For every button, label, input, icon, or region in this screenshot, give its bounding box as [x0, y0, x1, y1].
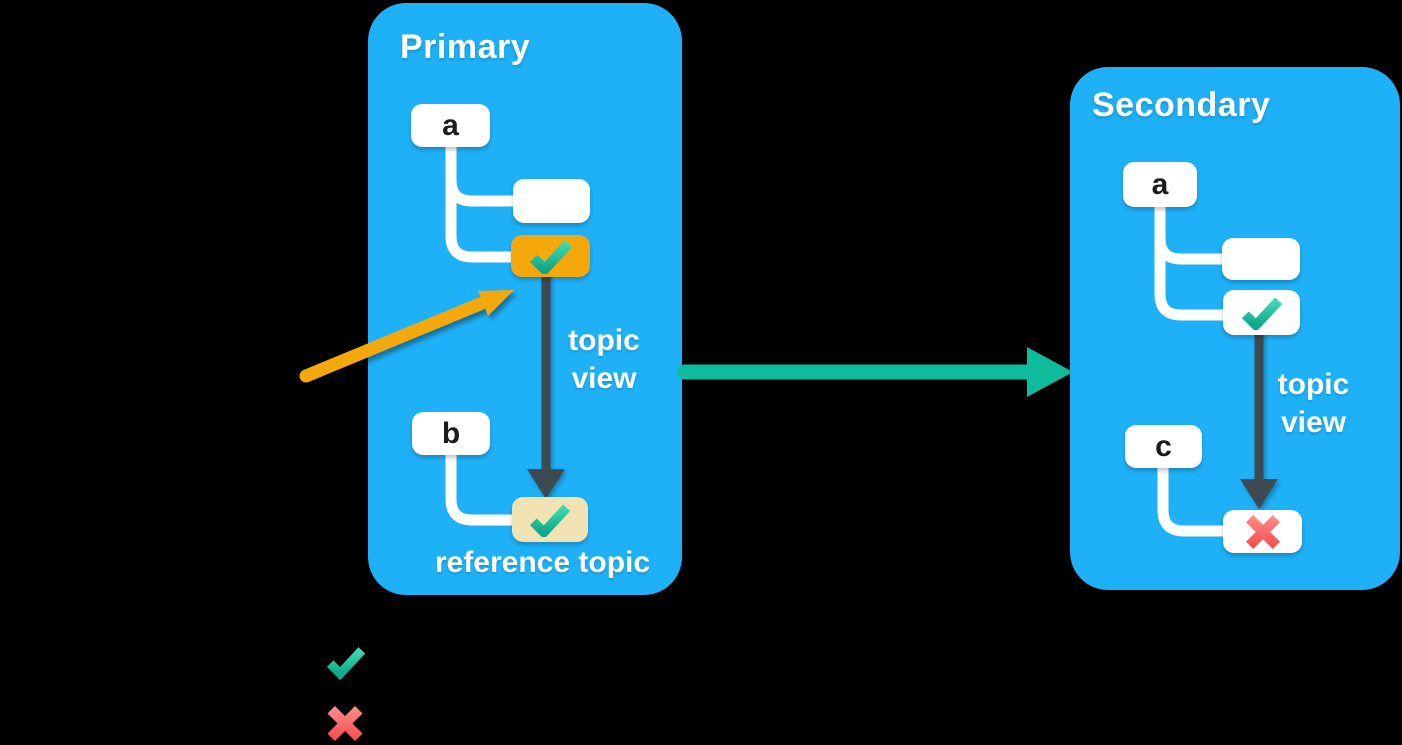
primary-panel-title: Primary	[400, 28, 531, 66]
secondary-panel-title: Secondary	[1092, 86, 1271, 124]
secondary-node-c: c	[1125, 425, 1202, 468]
secondary-child-topic-node	[1222, 238, 1300, 280]
node-a-label: a	[442, 108, 459, 142]
cross-icon	[1246, 515, 1280, 549]
primary-reference-topic-node	[512, 497, 588, 542]
primary-node-b: b	[412, 412, 490, 455]
node-a-label: a	[1151, 167, 1169, 201]
topic-view-label-primary: topic view	[568, 324, 640, 395]
secondary-node-a: a	[1123, 162, 1197, 207]
node-b-label: b	[441, 416, 461, 450]
check-icon	[326, 644, 366, 680]
primary-child-topic-node	[513, 179, 590, 223]
check-icon	[1241, 296, 1283, 330]
check-icon	[529, 239, 573, 274]
primary-node-a: a	[411, 104, 490, 147]
cross-icon	[327, 706, 363, 741]
secondary-check-topic-node	[1223, 290, 1300, 335]
node-c-label: c	[1155, 429, 1172, 463]
map-transfer-arrow	[676, 347, 1073, 397]
reference-topic-caption: reference topic	[434, 546, 651, 579]
secondary-blocked-topic-node	[1223, 510, 1302, 553]
primary-selected-topic-node	[511, 235, 590, 277]
check-icon	[529, 503, 571, 537]
topic-view-label-secondary: topic view	[1277, 368, 1350, 439]
